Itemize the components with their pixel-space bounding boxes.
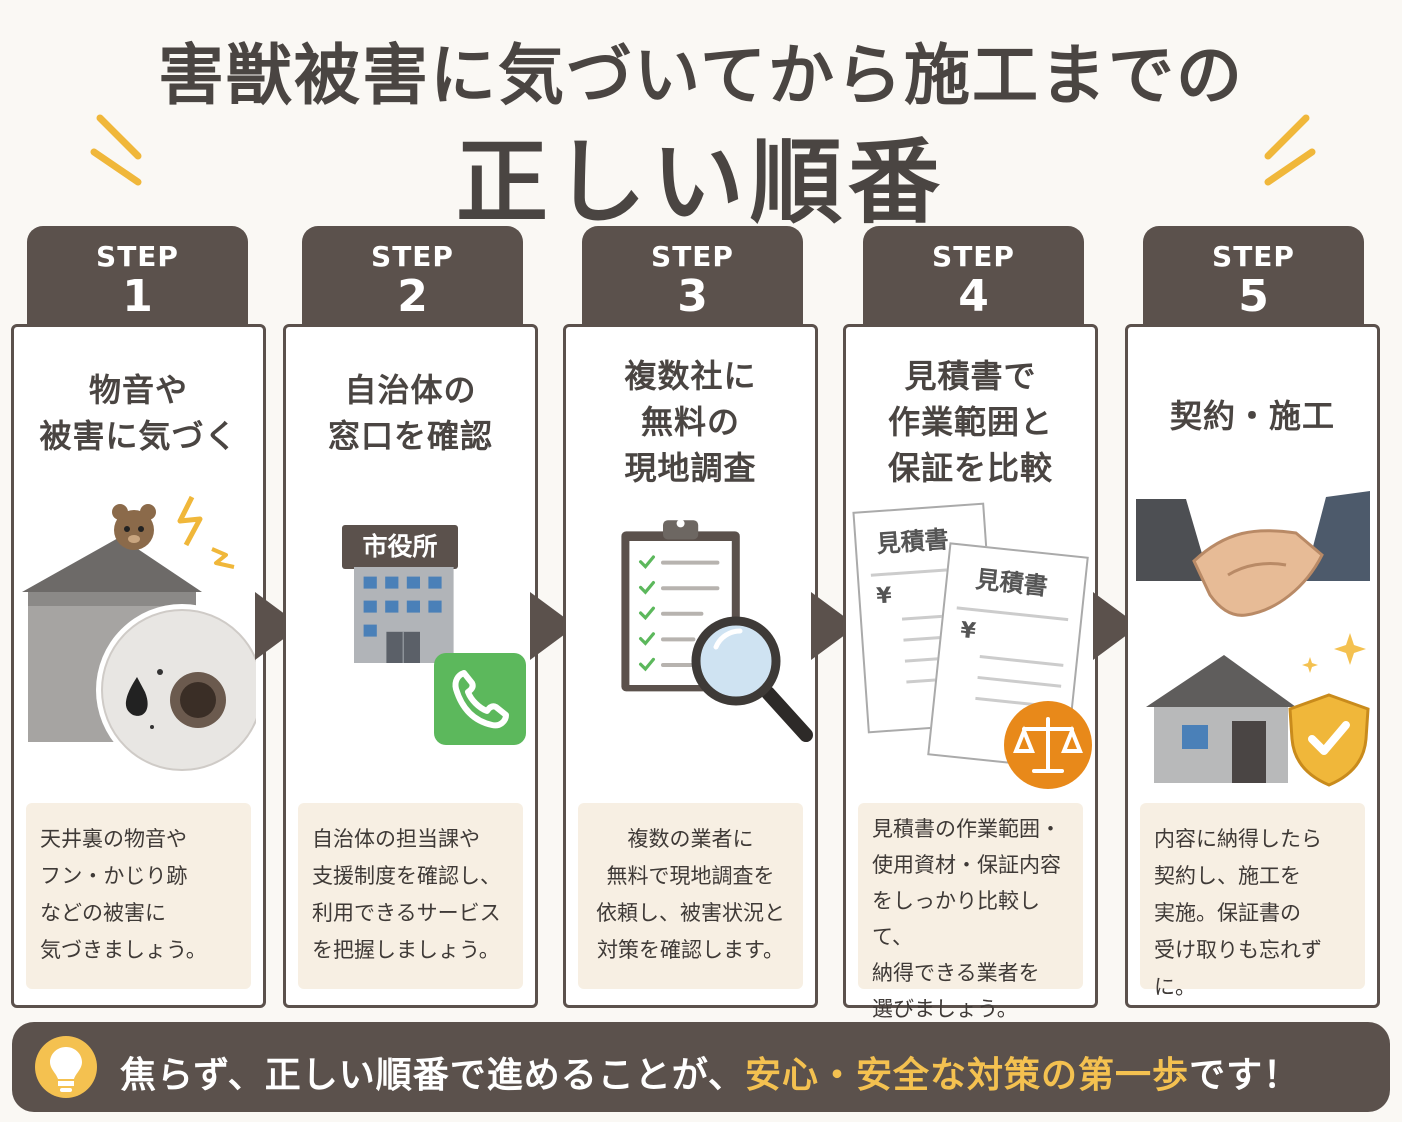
step-number: 4	[958, 271, 989, 322]
step-label: STEP	[96, 240, 179, 273]
page-title: 害獣被害に気づいてから施工までの	[157, 37, 1245, 114]
step-3-tab: STEP 3	[582, 226, 803, 326]
step-number: 5	[1238, 271, 1269, 322]
step-description: 内容に納得したら 契約し、施工を 実施。保証書の 受け取りも忘れずに。	[1140, 803, 1365, 999]
step-label: STEP	[1212, 240, 1295, 273]
step-3-card: 複数社に 無料の 現地調査 複数の業者に 無料で現地調査を 依頼し、被害状	[563, 324, 818, 1008]
step-4-tab: STEP 4	[863, 226, 1084, 326]
footer-message: 焦らず、正しい順番で進めることが、安心・安全な対策の第一歩です！	[120, 1055, 1301, 1096]
shield-check-icon	[1288, 633, 1370, 787]
handshake-icon	[1136, 491, 1370, 617]
step-description: 複数の業者に 無料で現地調査を 依頼し、被害状況と 対策を確認します。	[578, 803, 803, 989]
step-description: 天井裏の物音や フン・かじり跡 などの被害に 気づきましょう。	[26, 803, 251, 989]
step-1-card: 物音や 被害に気づく 天井裏の物音や フン・かじり跡 などの	[11, 324, 266, 1008]
footer-banner: 焦らず、正しい順番で進めることが、安心・安全な対策の第一歩です！	[12, 1022, 1390, 1112]
step-heading: 見積書で 作業範囲と 保証を比較	[887, 357, 1053, 487]
step-5-tab: STEP 5	[1143, 226, 1364, 326]
step-label: STEP	[932, 240, 1015, 273]
magnifier-icon	[691, 616, 813, 742]
step-description: 自治体の担当課や 支援制度を確認し、 利用できるサービス を把握しましょう。	[298, 803, 523, 989]
step-1-tab: STEP 1	[27, 226, 248, 326]
step-5-card: 契約・施工 内容に納得したら 契約し、施工を 実施。保証書の 受け取りも忘れずに…	[1125, 324, 1380, 1008]
step-label: STEP	[371, 240, 454, 273]
house-icon	[1146, 655, 1296, 783]
alert-icon	[177, 495, 235, 569]
step-number: 1	[122, 271, 153, 322]
lightbulb-icon	[35, 1036, 97, 1098]
step-heading: 自治体の 窓口を確認	[327, 371, 493, 455]
step-heading: 複数社に 無料の 現地調査	[624, 357, 757, 487]
scale-icon	[1004, 701, 1092, 789]
sparkle-icon	[1264, 114, 1316, 186]
step-heading: 物音や 被害に気づく	[39, 371, 238, 455]
city-hall-sign: 市役所	[342, 525, 458, 569]
step-4-card: 見積書で 作業範囲と 保証を比較 見積書 ¥ 見積書 ¥ 見積書の作業範囲・ 使…	[843, 324, 1098, 1021]
building-icon	[354, 567, 454, 663]
page-subtitle: 正しい順番	[455, 129, 946, 236]
step-2-card: 自治体の 窓口を確認 市役所 自治体の担当課や 支援制度を確認し、 利用できるサ…	[283, 324, 538, 1008]
phone-icon	[434, 653, 526, 745]
step-number: 2	[397, 271, 428, 322]
step-label: STEP	[651, 240, 734, 273]
step-description: 見積書の作業範囲・ 使用資材・保証内容 をしっかり比較して、 納得できる業者を …	[858, 803, 1083, 1021]
step-number: 3	[677, 271, 708, 322]
mouse-icon	[112, 504, 156, 550]
step-heading: 契約・施工	[1169, 397, 1335, 435]
step-2-tab: STEP 2	[302, 226, 523, 326]
sparkle-icon	[90, 114, 142, 186]
house-damage-illustration	[22, 495, 256, 776]
